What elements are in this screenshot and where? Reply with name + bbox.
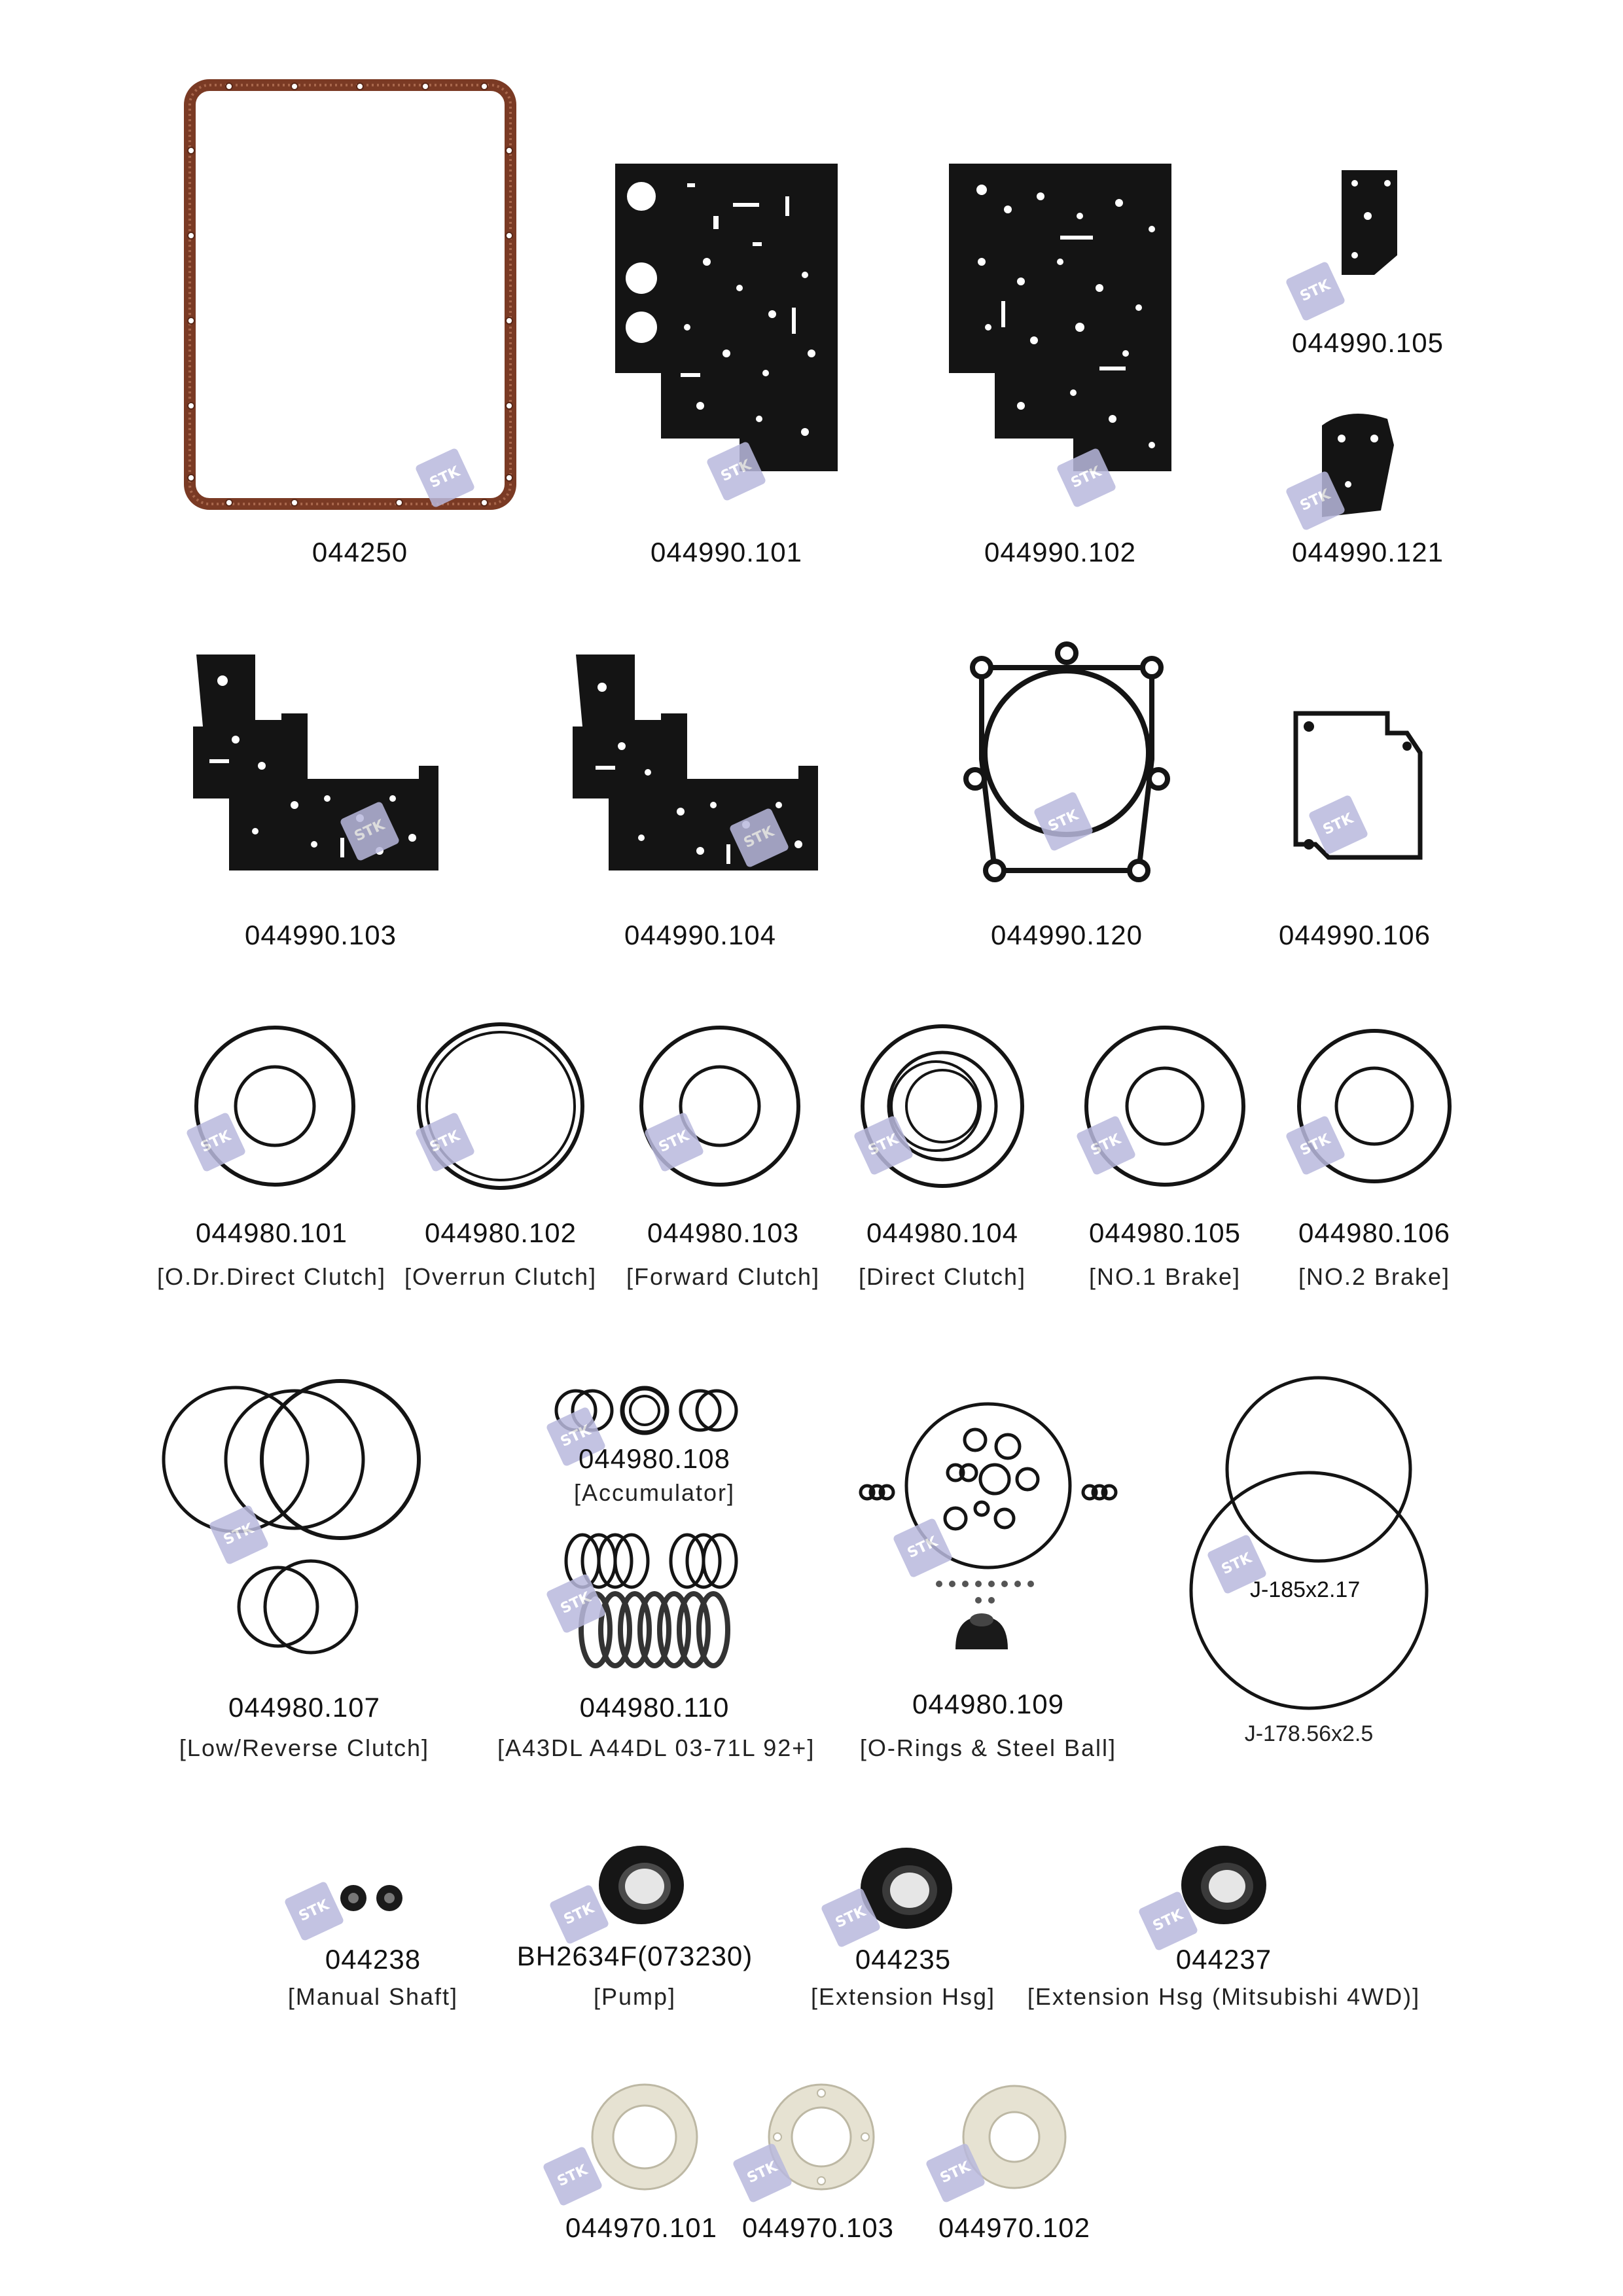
part-code: 044238 [325,1944,421,1975]
outer-ring-size-label: J-178.56x2.5 [1244,1721,1374,1746]
part-code: 044990.120 [991,920,1143,950]
outline-gasket-image [1293,711,1423,860]
round-gasket-image [963,641,1170,882]
part-description: [Forward Clutch] [626,1263,821,1290]
extension-housing-seal-image [1181,1846,1266,1924]
part-044980-104: STK 044980.104 [Direct Clutch] [838,1021,1047,1309]
o-ring-set-image [417,1022,584,1190]
part-code: 044980.103 [647,1217,799,1248]
part-code: 044980.104 [866,1217,1018,1248]
part-044990-104: STK 044990.104 [563,648,838,962]
part-code: 044980.109 [912,1689,1064,1719]
part-description: [Manual Shaft] [287,1983,459,2010]
part-044990-101: STK 044990.101 [609,157,844,583]
part-bh2634f: STK BH2634F(073230) [Pump] [510,1839,759,2022]
part-description: [Direct Clutch] [858,1263,1027,1290]
part-044980-107: STK 044980.107 [Low/Reverse Clutch] [157,1374,452,1780]
o-ring-set-image [194,1026,355,1187]
cork-pan-gasket-image [184,79,516,510]
part-044970-103: STK 044970.103 [720,2075,916,2251]
part-code: 044990.104 [624,920,776,950]
o-ring-set-image [162,1379,421,1655]
part-044980-102: STK 044980.102 [Overrun Clutch] [393,1021,609,1309]
part-code: 044250 [312,537,408,567]
part-code: 044980.105 [1089,1217,1241,1248]
part-code: 044980.102 [425,1217,577,1248]
o-ring-set-image [639,1026,800,1187]
part-044980-108: STK 044980.108 [Accumulator] [517,1374,792,1512]
part-code: 044990.106 [1279,920,1431,950]
part-044250: STK 044250 [177,72,543,583]
large-o-ring-pair-image [1189,1376,1429,1710]
part-044990-105: STK 044990.105 [1270,164,1466,373]
part-code: BH2634F(073230) [516,1941,753,1971]
extension-housing-seal-image [861,1848,952,1929]
separator-plate-gasket-image [949,164,1171,471]
part-044980-101: STK 044980.101 [O.Dr.Direct Clutch] [151,1021,393,1309]
part-code: 044235 [855,1944,952,1975]
thrust-washer-image [768,2083,875,2191]
separator-plate-gasket-image [615,164,838,471]
part-code: 044990.102 [984,537,1136,567]
part-description: [Extension Hsg (Mitsubishi 4WD)] [1027,1983,1421,2010]
part-code: 044970.101 [565,2212,717,2243]
part-044980-109: STK 044980.109 [O-Rings & Steel Ball] [851,1394,1126,1780]
part-description: [A43DL A44DL 03-71L 92+] [497,1734,815,1761]
pump-seal-image [599,1846,684,1924]
part-044237: STK 044237 [Extension Hsg (Mitsubishi 4W… [1021,1833,1427,2022]
part-044980-105: STK 044980.105 [NO.1 Brake] [1060,1021,1270,1309]
part-description: [NO.1 Brake] [1088,1263,1241,1290]
part-code: 044990.103 [245,920,397,950]
inner-ring-size-label: J-185x2.17 [1250,1577,1361,1602]
o-ring-steel-ball-kit-image [859,1402,1118,1649]
part-description: [Low/Reverse Clutch] [179,1734,430,1761]
part-044980-106: STK 044980.106 [NO.2 Brake] [1270,1021,1479,1309]
part-code: 044990.105 [1292,327,1444,358]
part-044990-103: STK 044990.103 [183,648,458,962]
small-gasket-image [1322,414,1394,517]
part-code: 044980.108 [579,1443,730,1474]
manual-shaft-seal-image [340,1885,402,1911]
part-large-o-rings: STK J-185x2.17 J-178.56x2.5 [1178,1374,1440,1767]
separator-plate-gasket-image [193,655,438,870]
seal-ring-set-image [564,1533,738,1668]
part-044238: STK 044238 [Manual Shaft] [275,1852,471,2022]
part-code: 044990.121 [1292,537,1444,567]
part-044970-101: STK 044970.101 [537,2075,746,2251]
part-044990-121: STK 044990.121 [1270,406,1466,583]
part-044235: STK 044235 [Extension Hsg] [798,1839,1008,2022]
part-code: 044970.102 [938,2212,1090,2243]
part-description: [Overrun Clutch] [404,1263,597,1290]
part-044970-102: STK 044970.102 [916,2075,1113,2251]
part-code: 044980.107 [228,1692,380,1723]
part-description: [O-Rings & Steel Ball] [859,1734,1117,1761]
small-gasket-image [1342,170,1397,275]
part-code: 044990.101 [651,537,802,567]
thrust-washer-image [591,2083,698,2191]
part-description: [Pump] [593,1983,677,2010]
part-code: 044237 [1175,1944,1272,1975]
part-044990-120: STK 044990.120 [955,641,1178,962]
o-ring-set-image [861,1024,1024,1188]
part-description: [Accumulator] [573,1479,736,1506]
part-description: [NO.2 Brake] [1298,1263,1451,1290]
part-description: [Extension Hsg] [810,1983,996,2010]
part-code: 044970.103 [742,2212,894,2243]
part-description: [O.Dr.Direct Clutch] [156,1263,387,1290]
part-044990-102: STK 044990.102 [942,157,1178,583]
thrust-washer-image [962,2085,1067,2189]
part-044980-110: STK 044980.110 [A43DL A44DL 03-71L 92+] [497,1525,815,1780]
part-code: 044980.101 [196,1217,348,1248]
part-code: 044980.110 [579,1692,730,1723]
part-044990-106: STK 044990.106 [1257,707,1453,962]
part-code: 044980.106 [1298,1217,1450,1248]
o-ring-set-image [1297,1029,1452,1183]
separator-plate-gasket-image [573,655,818,870]
part-044980-103: STK 044980.103 [Forward Clutch] [615,1021,831,1309]
o-ring-set-image [1084,1026,1245,1187]
